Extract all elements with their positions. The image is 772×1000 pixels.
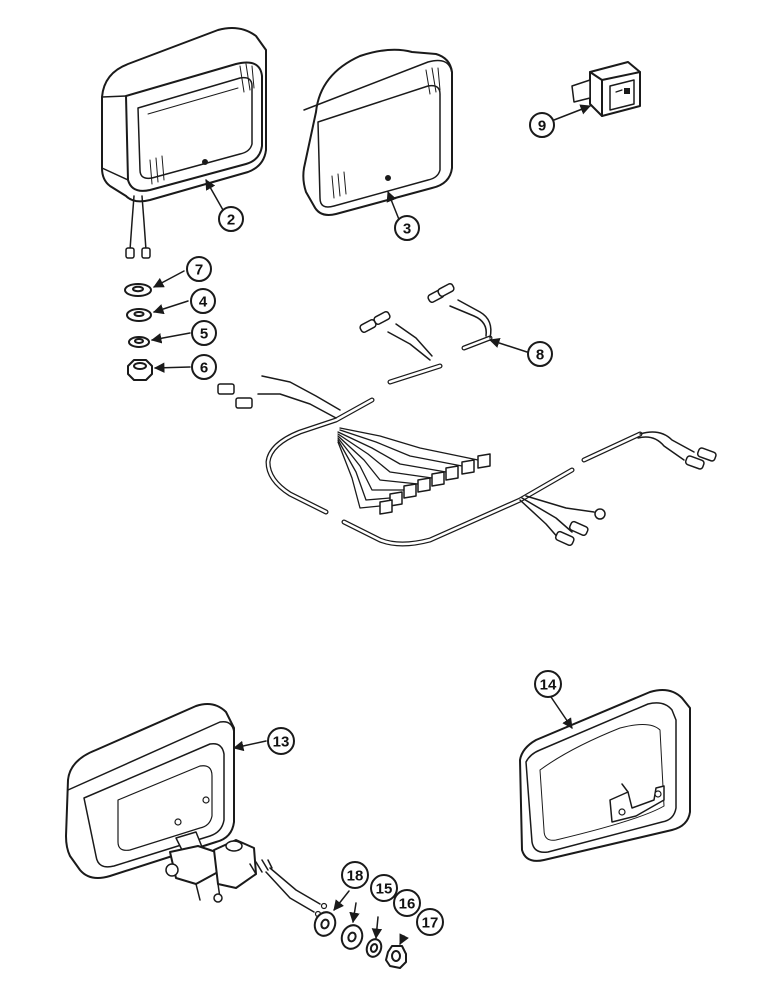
lamp-body: [519, 689, 691, 862]
callout-13-label: 13: [273, 734, 290, 751]
wiring-harness: [217, 283, 717, 547]
work-lamp-rear: [101, 27, 267, 259]
callout-15-label: 15: [376, 881, 393, 898]
nut-17: [385, 945, 407, 969]
callout-5-label: 5: [200, 326, 208, 343]
callout-7-label: 7: [195, 262, 203, 279]
callout-3: 3: [394, 215, 420, 241]
washer-15: [340, 924, 364, 950]
lamp-lens: [302, 48, 453, 216]
callout-6: 6: [191, 354, 217, 380]
callout-18-label: 18: [347, 868, 364, 885]
callout-14-label: 14: [540, 677, 557, 694]
lock-washer-5: [128, 336, 150, 348]
callout-2-label: 2: [227, 212, 235, 229]
callout-2: 2: [218, 206, 244, 232]
callout-17: 17: [416, 908, 444, 936]
callout-9-label: 9: [538, 118, 546, 135]
callout-15: 15: [370, 874, 398, 902]
washer-18: [313, 911, 337, 937]
callout-13: 13: [267, 727, 295, 755]
callout-4-label: 4: [199, 294, 208, 311]
callout-14: 14: [534, 670, 562, 698]
callout-4: 4: [190, 288, 216, 314]
rocker-switch: [571, 61, 641, 117]
callout-5: 5: [191, 320, 217, 346]
washer-4: [126, 308, 152, 322]
callout-17-label: 17: [422, 915, 439, 932]
callout-8-label: 8: [536, 347, 544, 364]
callout-16-label: 16: [399, 896, 416, 913]
callout-3-label: 3: [403, 221, 411, 238]
callout-6-label: 6: [200, 360, 208, 377]
callout-9: 9: [529, 112, 555, 138]
callout-16: 16: [393, 889, 421, 917]
washer-7: [124, 283, 152, 297]
callout-8: 8: [527, 341, 553, 367]
callout-18: 18: [341, 861, 369, 889]
lock-washer-16: [365, 938, 383, 958]
nut-6: [127, 359, 153, 381]
spot-lamp: [65, 703, 328, 918]
callout-7: 7: [186, 256, 212, 282]
leader-lines: [150, 104, 591, 945]
